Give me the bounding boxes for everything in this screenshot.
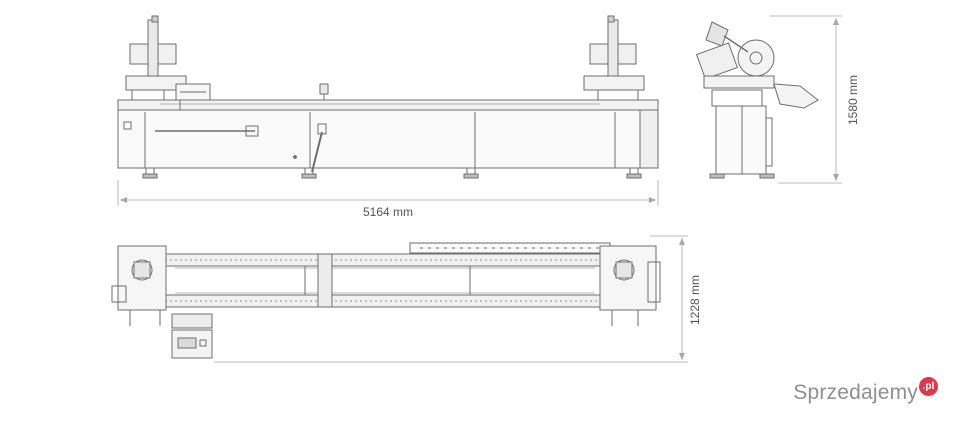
depth-dimension-label: 1228 mm [688, 275, 702, 325]
dimension-lines [117, 15, 842, 363]
top-view [111, 242, 661, 359]
watermark-name: Sprzedajemy [793, 381, 918, 404]
height-dimension-label: 1580 mm [846, 75, 860, 125]
watermark-domain-badge: .pl [919, 377, 938, 396]
watermark-logo: Sprzedajemy.pl [793, 377, 938, 405]
side-view [695, 21, 819, 179]
length-dimension-label: 5164 mm [363, 205, 413, 219]
front-view [117, 15, 659, 179]
